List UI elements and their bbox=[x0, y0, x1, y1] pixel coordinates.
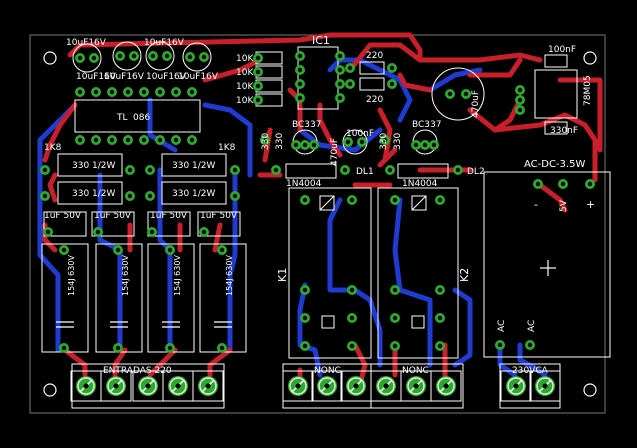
label-330-half-3: 330 1/2W bbox=[72, 189, 116, 199]
label-330-half-4: 330 1/2W bbox=[172, 189, 216, 199]
label-psu-plus: + bbox=[586, 198, 595, 211]
resistor-330-half-2 bbox=[161, 153, 227, 177]
label-1k8-1: 1K8 bbox=[44, 143, 62, 153]
label-cap10-b: 10uF16V bbox=[144, 38, 185, 48]
label-1uf-2: 1uF 50V bbox=[94, 211, 132, 221]
label-154j-2: 154J 630V bbox=[121, 255, 130, 296]
label-1uf-4: 1uF 50V bbox=[200, 211, 238, 221]
label-1uf-1: 1uF 50V bbox=[44, 211, 82, 221]
label-dl1: DL1 bbox=[356, 167, 374, 177]
pads bbox=[40, 51, 595, 353]
mounting-holes bbox=[43, 51, 597, 397]
label-78m05: 78M05 bbox=[583, 75, 593, 106]
label-bc337-b: BC337 bbox=[412, 120, 441, 130]
cap-1uf-2 bbox=[91, 211, 135, 237]
label-cap10-f: 10uF16V bbox=[178, 72, 219, 82]
relay-k2 bbox=[377, 187, 459, 359]
label-tl: TL bbox=[116, 113, 128, 123]
label-330-half-1: 330 1/2W bbox=[72, 161, 116, 171]
label-cap10-e: 10uF16V bbox=[146, 72, 187, 82]
cap-154j-4 bbox=[199, 243, 247, 353]
label-220-b: 220 bbox=[366, 95, 383, 105]
label-tl-num: 086 bbox=[133, 113, 150, 123]
label-230vca: 230VCA bbox=[512, 366, 549, 376]
label-k2: K2 bbox=[458, 268, 471, 282]
label-psu-ac1: AC bbox=[497, 320, 507, 332]
label-psu-5v: 5V bbox=[559, 199, 569, 212]
relay-k1 bbox=[288, 187, 372, 359]
diode-1n4004-2 bbox=[397, 163, 449, 179]
cap-10uf-4 bbox=[182, 42, 212, 72]
cap-10uf-3 bbox=[145, 41, 175, 71]
label-1n4004-b: 1N4004 bbox=[402, 179, 438, 189]
cap-1uf-4 bbox=[197, 211, 241, 237]
cap-10uf-2 bbox=[112, 41, 142, 71]
label-330-c: 330 bbox=[379, 133, 389, 150]
label-1k8-2: 1K8 bbox=[218, 143, 236, 153]
ic1-outline bbox=[297, 46, 339, 110]
label-330-b: 330 bbox=[275, 133, 285, 150]
label-cap10-c: 10uF16V bbox=[76, 72, 117, 82]
label-k1: K1 bbox=[276, 268, 289, 282]
resistor-220-1 bbox=[359, 61, 385, 75]
label-psu-minus: - bbox=[534, 198, 538, 211]
label-154j-3: 154J 630V bbox=[173, 255, 182, 296]
label-10k-4: 10K bbox=[236, 96, 254, 106]
cap-10uf-1 bbox=[72, 43, 102, 73]
label-cap10-a: 10uF16V bbox=[66, 38, 107, 48]
tl086-outline bbox=[74, 99, 201, 133]
label-470uf-small: 470uF bbox=[330, 138, 340, 166]
label-1n4004-a: 1N4004 bbox=[286, 179, 322, 189]
resistor-330-half-3 bbox=[57, 181, 123, 205]
cap-330nf bbox=[544, 121, 568, 135]
label-330-half-2: 330 1/2W bbox=[172, 161, 216, 171]
label-bc337-a: BC337 bbox=[292, 120, 321, 130]
resistor-330-half-1 bbox=[57, 153, 123, 177]
label-psu-ac2: AC bbox=[527, 320, 537, 332]
label-1uf-3: 1uF 50V bbox=[150, 211, 188, 221]
label-154j-1: 154J 630V bbox=[67, 255, 76, 296]
label-100nf-top: 100nF bbox=[548, 45, 576, 55]
label-10k-1: 10K bbox=[236, 54, 254, 64]
label-nonc-b: NONC bbox=[402, 366, 429, 376]
resistor-330-half-4 bbox=[161, 181, 227, 205]
label-470uf: 470uF bbox=[471, 90, 481, 118]
label-330-a: 330 bbox=[261, 133, 271, 150]
cap-100nf-top bbox=[544, 54, 568, 68]
label-dl2: DL2 bbox=[467, 167, 485, 177]
diode-1n4004-1 bbox=[285, 163, 337, 179]
cap-1uf-3 bbox=[147, 211, 191, 237]
label-entradas: ENTRADAS 220 bbox=[103, 366, 172, 376]
top-copper-traces bbox=[42, 32, 603, 388]
psu-module bbox=[483, 171, 611, 358]
label-cap10-d: 10uF16V bbox=[104, 72, 145, 82]
regulator-78m05 bbox=[534, 69, 578, 119]
label-nonc-a: NONC bbox=[314, 366, 341, 376]
label-10k-2: 10K bbox=[236, 68, 254, 78]
label-330-d: 330 bbox=[393, 133, 403, 150]
cap-1uf-1 bbox=[43, 211, 87, 237]
label-330nf: 330nF bbox=[550, 126, 578, 136]
label-100nf-mid: 100nF bbox=[346, 129, 374, 139]
terminal-entradas bbox=[71, 363, 225, 409]
resistor-220-2 bbox=[359, 77, 385, 91]
label-ic1: IC1 bbox=[312, 34, 330, 47]
label-psu: AC-DC-3.5W bbox=[524, 159, 585, 170]
label-154j-4: 154J 630V bbox=[225, 255, 234, 296]
label-10k-3: 10K bbox=[236, 82, 254, 92]
label-220-a: 220 bbox=[366, 51, 383, 61]
cap-154j-1 bbox=[41, 243, 89, 353]
cap-470uf bbox=[431, 67, 485, 121]
